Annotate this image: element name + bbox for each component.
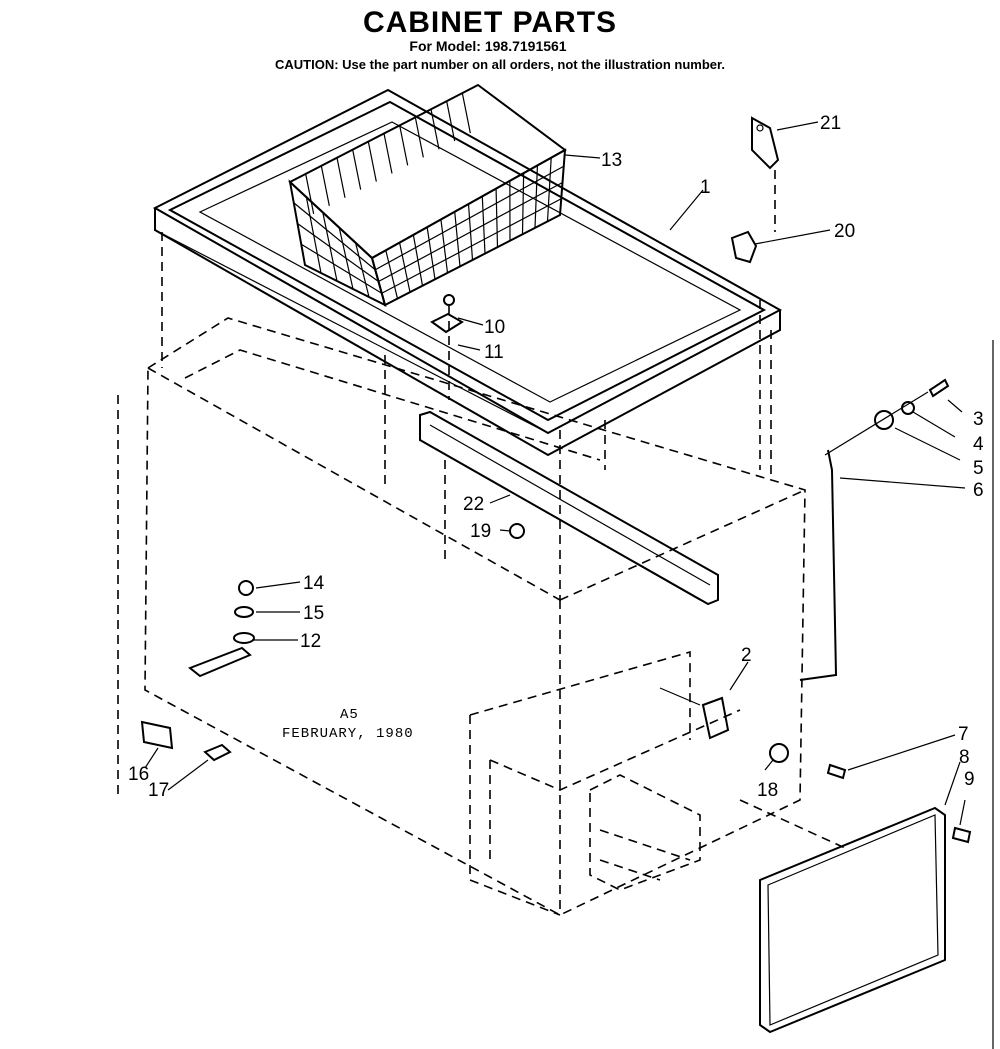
callout-9: 9 — [964, 769, 975, 790]
callout-11: 11 — [484, 342, 504, 363]
callout-3: 3 — [973, 409, 984, 430]
callout-2: 2 — [741, 645, 752, 666]
callout-labels: 1 2 3 4 5 6 7 8 9 10 11 12 13 14 15 16 1… — [128, 113, 984, 801]
cabinet-body — [144, 300, 806, 916]
hardware-parts — [140, 294, 972, 844]
support-rail — [419, 410, 719, 606]
callout-21: 21 — [820, 113, 841, 134]
hinge-parts — [730, 116, 780, 264]
leader-lines — [144, 121, 966, 826]
callout-1: 1 — [700, 177, 711, 198]
stamp-code: A5 — [340, 707, 359, 723]
callout-20: 20 — [834, 221, 855, 242]
access-panel — [739, 799, 946, 1034]
caution-note: CAUTION: Use the part number on all orde… — [275, 57, 725, 72]
wire-basket — [288, 83, 567, 307]
callout-16: 16 — [128, 764, 149, 785]
callout-8: 8 — [959, 747, 970, 768]
callout-10: 10 — [484, 317, 505, 338]
callout-19: 19 — [470, 521, 491, 542]
lid-assembly — [152, 88, 783, 480]
callout-6: 6 — [973, 480, 984, 501]
callout-7: 7 — [958, 724, 969, 745]
model-line: For Model: 198.7191561 — [409, 38, 567, 54]
stamp-date: FEBRUARY, 1980 — [282, 726, 414, 742]
callout-4: 4 — [973, 434, 984, 455]
callout-12: 12 — [300, 631, 321, 652]
callout-5: 5 — [973, 458, 984, 479]
callout-13: 13 — [601, 150, 622, 171]
callout-18: 18 — [757, 780, 778, 801]
callout-17: 17 — [148, 780, 169, 801]
callout-15: 15 — [303, 603, 324, 624]
callout-22: 22 — [463, 494, 484, 515]
callout-14: 14 — [303, 573, 325, 594]
page-title: CABINET PARTS — [362, 6, 618, 39]
